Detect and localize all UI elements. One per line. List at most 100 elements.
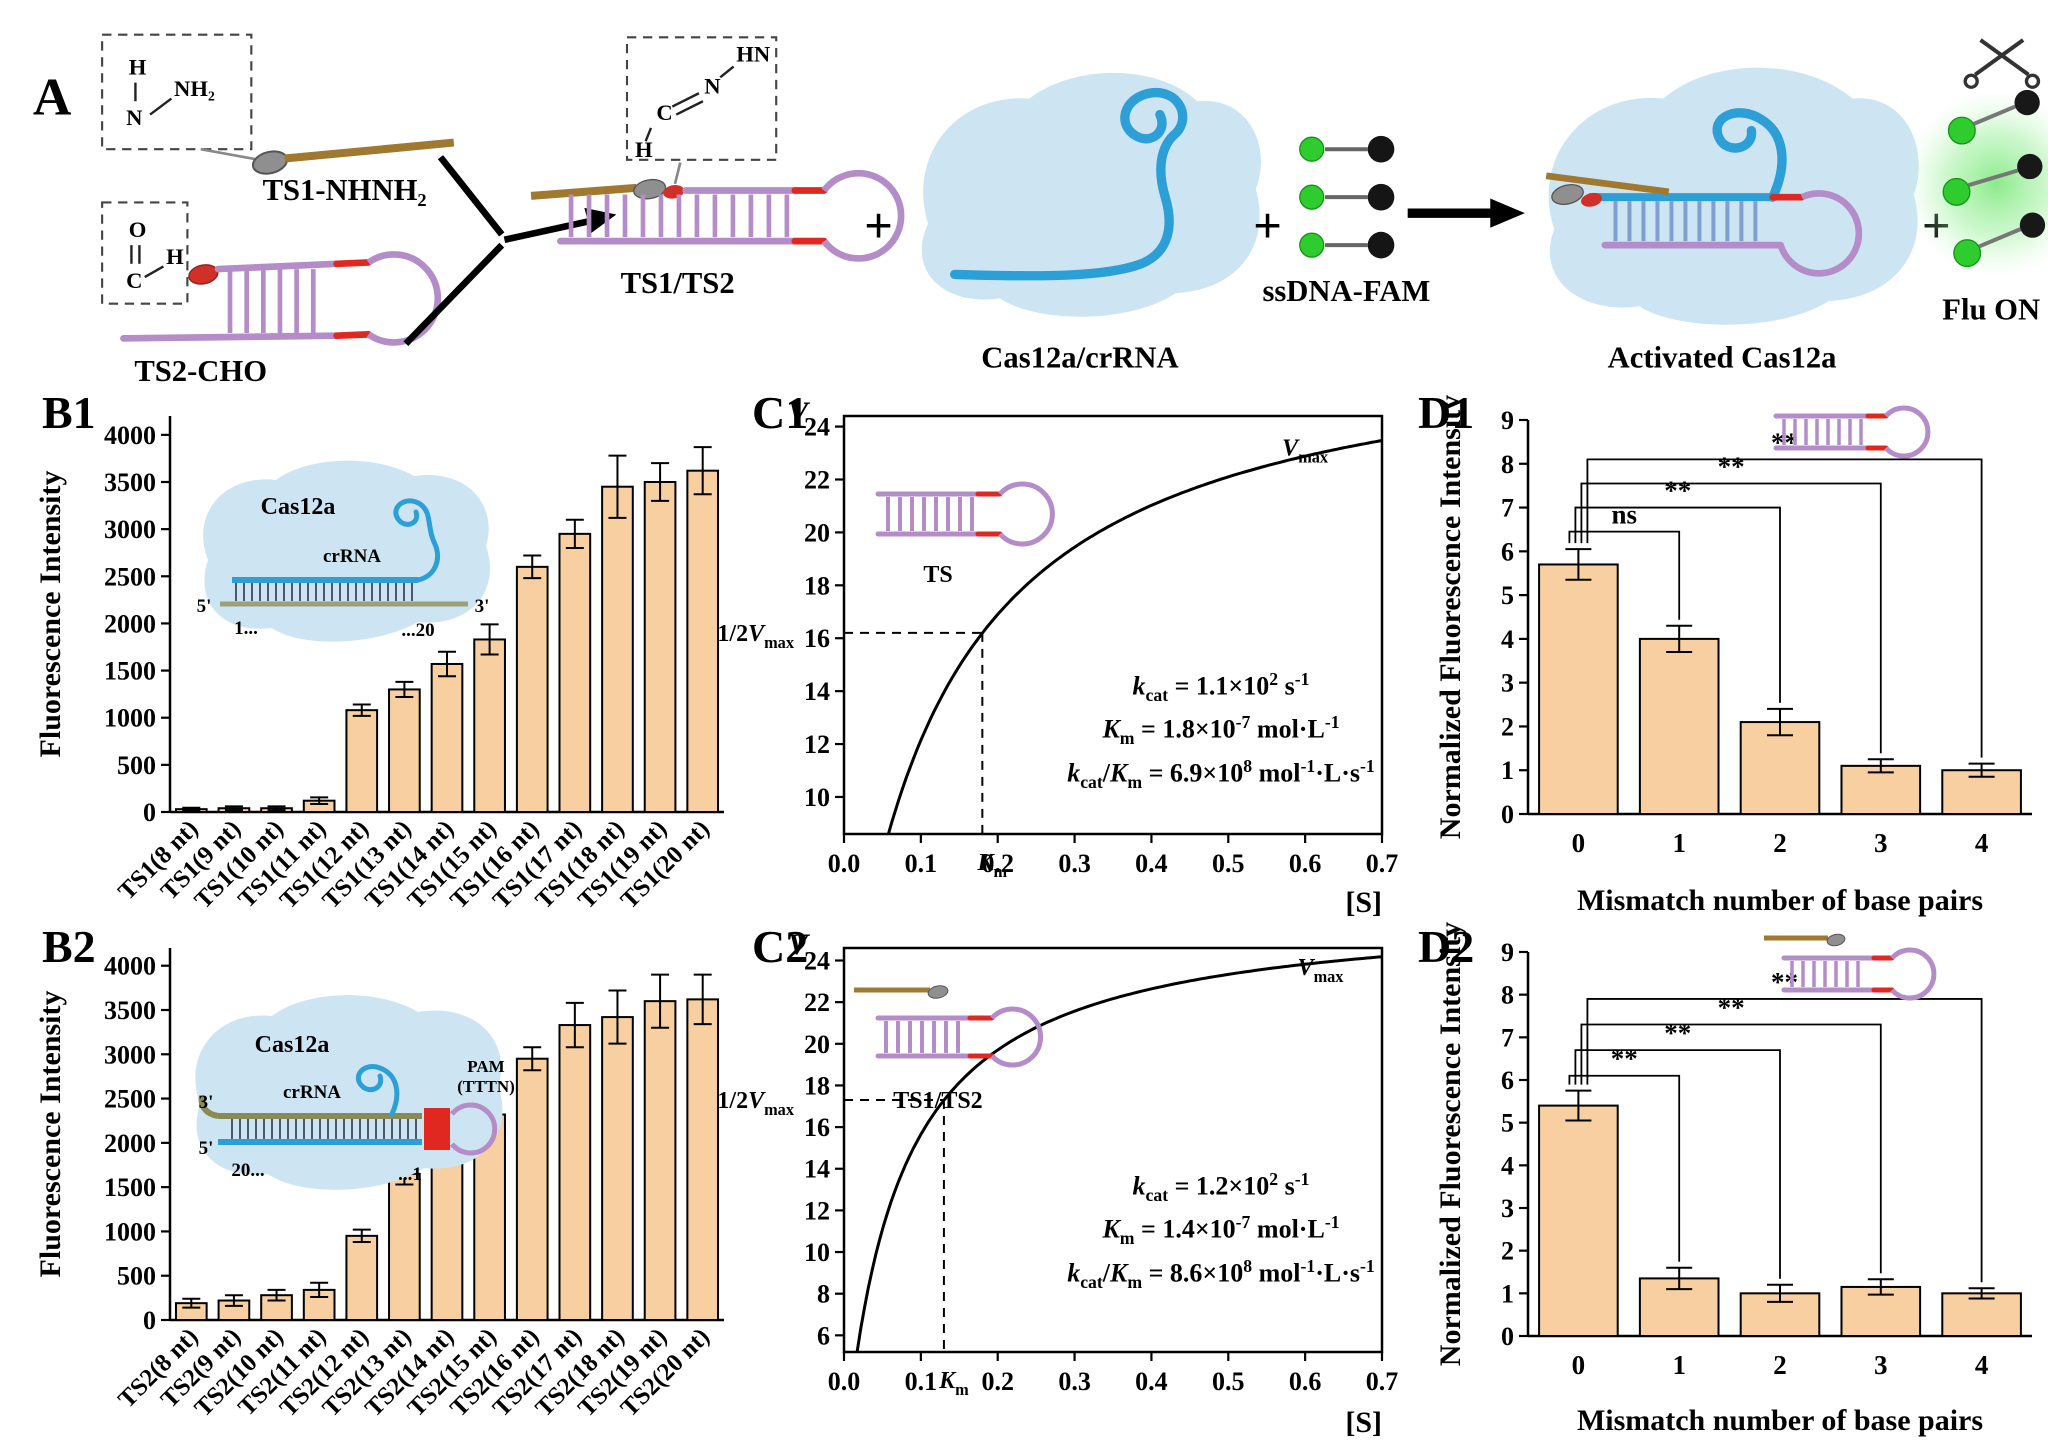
svg-text:Vmax: Vmax xyxy=(1282,436,1329,467)
svg-text:**: ** xyxy=(1718,993,1745,1023)
svg-text:[S]: [S] xyxy=(1345,886,1382,919)
svg-text:10: 10 xyxy=(804,783,830,812)
svg-text:500: 500 xyxy=(117,751,156,780)
five-prime-label: 5' xyxy=(199,1138,214,1159)
activated-cas12a-label: Activated Cas12a xyxy=(1608,341,1837,375)
svg-text:8: 8 xyxy=(1501,450,1514,479)
inset-B2-cas12a-diagram: Cas12a crRNA PAM (TTTN) 3' 5' 20... ...1 xyxy=(195,995,515,1190)
svg-text:Fluorescence Intensity: Fluorescence Intensity xyxy=(34,471,67,758)
inset-C2-ts1ts2-hairpin: TS1/TS2 xyxy=(854,985,1043,1114)
inset-C1-ts-hairpin: TS xyxy=(875,481,1055,588)
svg-text:6: 6 xyxy=(817,1321,830,1350)
scissors-icon xyxy=(1963,38,2041,89)
chem-c: C xyxy=(656,100,672,125)
ts1-nhnh2-group: H N NH₂ TS1-NHNH₂ xyxy=(101,33,455,207)
hairpin-loop-icon xyxy=(1777,190,1863,277)
svg-text:**: ** xyxy=(1611,1044,1638,1074)
svg-text:ns: ns xyxy=(1612,500,1638,530)
cas12a-crrna-group: Cas12a/crRNA xyxy=(921,72,1261,375)
activated-cas12a-group: Activated Cas12a xyxy=(1545,67,1919,375)
crrna-strand-icon xyxy=(1712,108,1787,202)
chem-nh2: NH₂ xyxy=(174,76,215,101)
svg-text:3000: 3000 xyxy=(104,1040,156,1069)
svg-text:0.3: 0.3 xyxy=(1058,849,1091,878)
svg-text:20: 20 xyxy=(804,518,830,547)
cas12a-protein-blob xyxy=(203,460,490,642)
chem-n: N xyxy=(704,73,721,98)
svg-text:8: 8 xyxy=(1501,981,1514,1010)
svg-text:3: 3 xyxy=(1874,1350,1888,1380)
ts1-ts2-label: TS1/TS2 xyxy=(621,266,735,300)
svg-text:0: 0 xyxy=(1501,800,1514,829)
ssdna-fam-label: ssDNA-FAM xyxy=(1262,274,1430,308)
position-end-label: ...20 xyxy=(401,620,434,641)
inset-D1-ts-hairpin xyxy=(1773,405,1931,459)
svg-text:V: V xyxy=(788,928,811,961)
svg-text:14: 14 xyxy=(804,677,830,706)
chem-c: C xyxy=(126,268,142,293)
svg-text:14: 14 xyxy=(804,1155,830,1184)
svg-text:Normalized Fluorescence Intens: Normalized Fluorescence Intensity xyxy=(1434,922,1467,1366)
svg-text:12: 12 xyxy=(804,1196,830,1225)
svg-text:0.6: 0.6 xyxy=(1289,849,1322,878)
svg-text:0: 0 xyxy=(143,1306,156,1335)
svg-text:0.7: 0.7 xyxy=(1366,849,1399,878)
svg-text:4000: 4000 xyxy=(104,952,156,981)
svg-text:0.5: 0.5 xyxy=(1212,1367,1245,1396)
fam-dot-icon xyxy=(1299,232,1325,258)
kinetics-kcat: kcat = 1.2×102 s-1 xyxy=(1132,1169,1310,1205)
quencher-dot-icon xyxy=(2017,153,2043,180)
svg-text:1500: 1500 xyxy=(104,1173,156,1202)
svg-text:500: 500 xyxy=(117,1262,156,1291)
svg-text:0.1: 0.1 xyxy=(905,849,938,878)
svg-text:4: 4 xyxy=(1975,828,1989,858)
ssdna-fam-group: ssDNA-FAM xyxy=(1262,135,1430,308)
svg-text:2000: 2000 xyxy=(104,609,156,638)
svg-text:0.7: 0.7 xyxy=(1366,1367,1399,1396)
fam-dot-icon xyxy=(1953,239,1982,268)
svg-text:1: 1 xyxy=(1672,1350,1686,1380)
hairpin-loop-icon xyxy=(1884,405,1931,459)
cas12a-protein-blob xyxy=(921,72,1261,317)
reaction-merge-arrow-icon xyxy=(403,155,617,347)
quencher-dot-icon xyxy=(1367,135,1395,163)
svg-text:4000: 4000 xyxy=(104,421,156,450)
svg-text:0.5: 0.5 xyxy=(1212,849,1245,878)
svg-text:3: 3 xyxy=(1501,1194,1514,1223)
fam-dot-icon xyxy=(1942,177,1971,206)
ts1ts2-inset-label: TS1/TS2 xyxy=(893,1088,982,1114)
svg-text:0.2: 0.2 xyxy=(981,1367,1014,1396)
svg-text:1: 1 xyxy=(1501,756,1514,785)
svg-text:**: ** xyxy=(1664,1018,1691,1048)
svg-text:9: 9 xyxy=(1501,938,1514,967)
svg-text:24: 24 xyxy=(804,946,830,975)
svg-text:6: 6 xyxy=(1501,1066,1514,1095)
svg-text:**: ** xyxy=(1718,451,1745,481)
svg-text:2500: 2500 xyxy=(104,1085,156,1114)
svg-text:2: 2 xyxy=(1773,828,1787,858)
svg-text:0.4: 0.4 xyxy=(1135,849,1168,878)
hairpin-loop-icon xyxy=(366,251,442,346)
hydrazone-oval-icon xyxy=(1581,192,1602,207)
svg-text:0.0: 0.0 xyxy=(828,1367,861,1396)
three-prime-label: 3' xyxy=(199,1092,214,1113)
fam-dot-icon xyxy=(1299,136,1325,162)
panel-A-schematic: A H N NH₂ TS1-NHNH₂ O C H TS2-CHO xyxy=(33,33,2048,388)
svg-text:7: 7 xyxy=(1501,1023,1514,1052)
plus-sign: + xyxy=(1253,197,1282,253)
crrna-strand-icon xyxy=(950,87,1188,281)
kinetics-kcat: kcat = 1.1×102 s-1 xyxy=(1132,669,1310,705)
svg-text:4: 4 xyxy=(1501,1151,1514,1180)
hairpin-loop-icon xyxy=(450,1102,498,1156)
panel-D2-label: D2 xyxy=(1418,921,1475,972)
crrna-inset-label: crRNA xyxy=(323,546,381,567)
ts1-strand xyxy=(1545,172,1670,196)
position-start-label: 20... xyxy=(231,1160,264,1181)
panel-C1-label: C1 xyxy=(752,387,809,438)
